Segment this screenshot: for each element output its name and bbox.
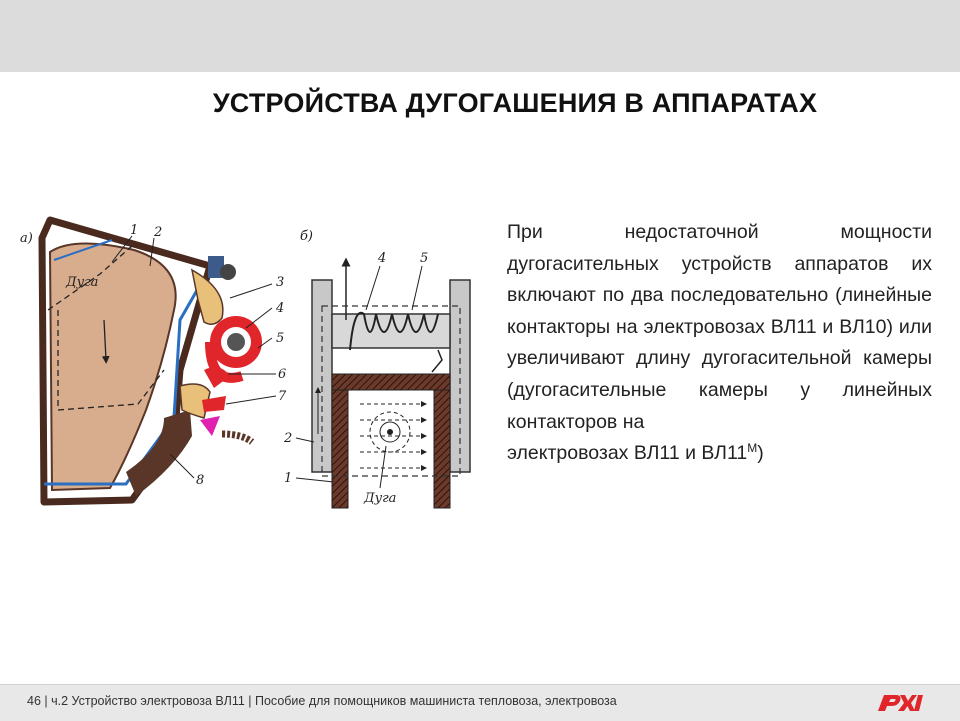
arc-chute-diagram: а) Дуга (20, 216, 471, 509)
figure-b-label: б) (300, 229, 313, 244)
body-paragraph: При недостаточной мощности дугогасительн… (507, 217, 932, 470)
a-num-2: 2 (153, 225, 162, 240)
a-num-7: 7 (278, 389, 287, 404)
figure-a-label: а) (20, 231, 33, 246)
header-band (0, 0, 960, 72)
slide-title: УСТРОЙСТВА ДУГОГАШЕНИЯ В АППАРАТАХ (212, 88, 818, 118)
body-paragraph-sup: М (747, 441, 758, 456)
arc-label-a: Дуга (65, 275, 98, 290)
b-num-5: 5 (420, 251, 428, 266)
b-num-4: 4 (377, 251, 386, 266)
a-num-4: 4 (275, 301, 284, 316)
b-num-1: 1 (284, 471, 292, 486)
b-num-2: 2 (283, 431, 292, 446)
body-paragraph-close: ) (757, 442, 764, 465)
rzd-logo-icon (878, 695, 923, 711)
figure-a: а) Дуга (20, 216, 287, 506)
a-num-1: 1 (130, 223, 138, 238)
body-paragraph-main: При недостаточной мощности дугогасительн… (507, 221, 932, 433)
footer-text: 46 | ч.2 Устройство электровоза ВЛ11 | П… (27, 694, 617, 708)
a-num-8: 8 (196, 473, 204, 488)
footer-bar: 46 | ч.2 Устройство электровоза ВЛ11 | П… (0, 684, 960, 721)
figure-b: б) (283, 229, 471, 509)
a-num-3: 3 (276, 275, 284, 290)
arc-label-b: Дуга (363, 491, 396, 506)
a-num-5: 5 (276, 331, 284, 346)
a-num-6: 6 (278, 367, 286, 382)
body-paragraph-tail: электровозах ВЛ11 и ВЛ11 (507, 442, 748, 465)
